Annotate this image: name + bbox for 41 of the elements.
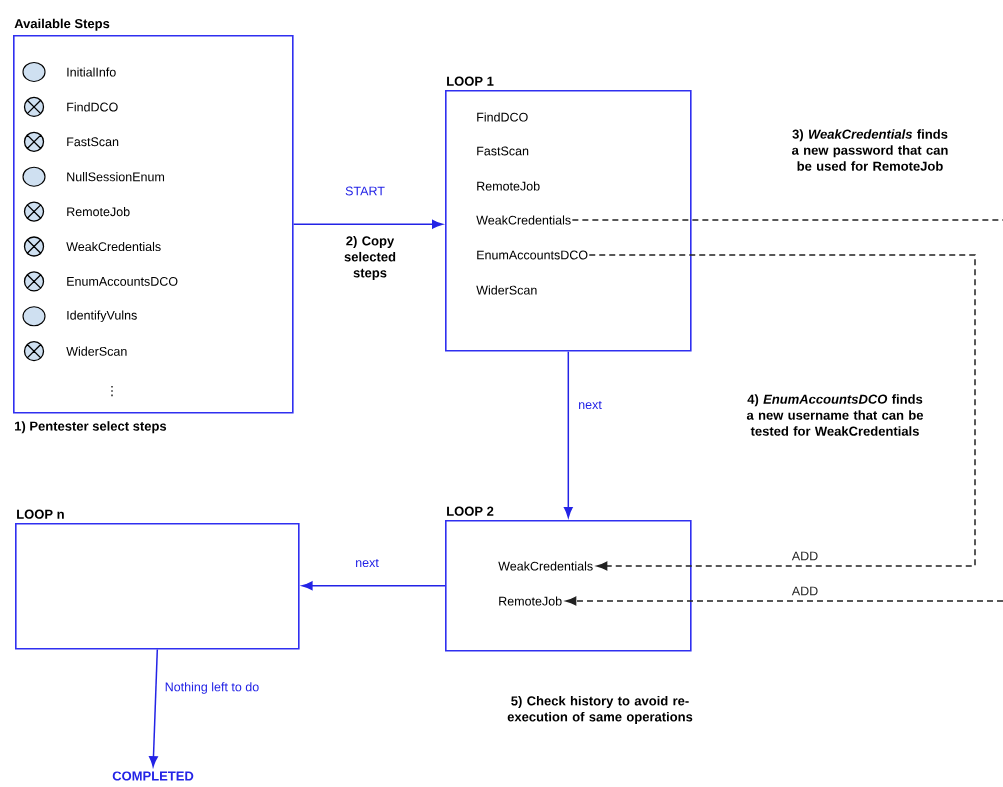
step-name: IdentifyVulns bbox=[67, 310, 137, 323]
arrow bbox=[563, 350, 573, 518]
step-name: WiderScan bbox=[476, 285, 537, 295]
note-text: 3) WeakCredentials finds a new password that can be used for RemoteJob bbox=[792, 129, 948, 171]
edge-label: Nothing left to do bbox=[163, 680, 261, 696]
edge-label: ADD bbox=[790, 585, 820, 597]
arrow bbox=[149, 648, 159, 767]
arrow bbox=[588, 254, 976, 571]
step-name: WeakCredentials bbox=[476, 215, 571, 225]
step-name: FindDCO bbox=[67, 102, 118, 112]
note-text: 5) Check history to avoid re-execution of same operations bbox=[507, 695, 693, 725]
step-name: FindDCO bbox=[477, 112, 528, 122]
end-label: COMPLETED bbox=[112, 771, 194, 781]
step-name: NullSessionEnum bbox=[67, 172, 165, 182]
step-name: EnumAccountsDCO bbox=[477, 250, 588, 260]
step-name: EnumAccountsDCO bbox=[67, 276, 178, 286]
step-name: WiderScan bbox=[66, 346, 127, 356]
step-name: WeakCredentials bbox=[498, 561, 593, 571]
step-name: RemoteJob bbox=[499, 596, 562, 606]
note-text: 2) Copy selected steps bbox=[344, 235, 396, 281]
dashed-line bbox=[571, 219, 1003, 221]
step-name: InitialInfo bbox=[67, 67, 116, 77]
arrow bbox=[565, 596, 1003, 606]
box-title: LOOP 1 bbox=[447, 76, 494, 86]
arrow bbox=[292, 219, 443, 229]
edge-label: START bbox=[343, 185, 387, 197]
step-name: RemoteJob bbox=[67, 207, 130, 217]
step-caption: 1) Pentester select steps bbox=[15, 421, 167, 434]
edge-label: next bbox=[576, 399, 604, 411]
edge-label: next bbox=[353, 557, 381, 569]
step-name: FastScan bbox=[477, 146, 529, 156]
step-name: RemoteJob bbox=[477, 181, 540, 191]
box-title: Available Steps bbox=[14, 18, 110, 31]
box-title: LOOP 2 bbox=[447, 506, 494, 516]
arrow bbox=[301, 581, 446, 591]
note-text: 4) EnumAccountsDCO finds a new username that can be tested for WeakCredentials bbox=[746, 394, 924, 436]
step-name: WeakCredentials bbox=[66, 241, 161, 252]
edge-label: ADD bbox=[790, 550, 820, 562]
ellipsis: ⋮ bbox=[111, 386, 113, 397]
step-name: FastScan bbox=[67, 137, 119, 147]
box-title: LOOP n bbox=[17, 509, 64, 519]
